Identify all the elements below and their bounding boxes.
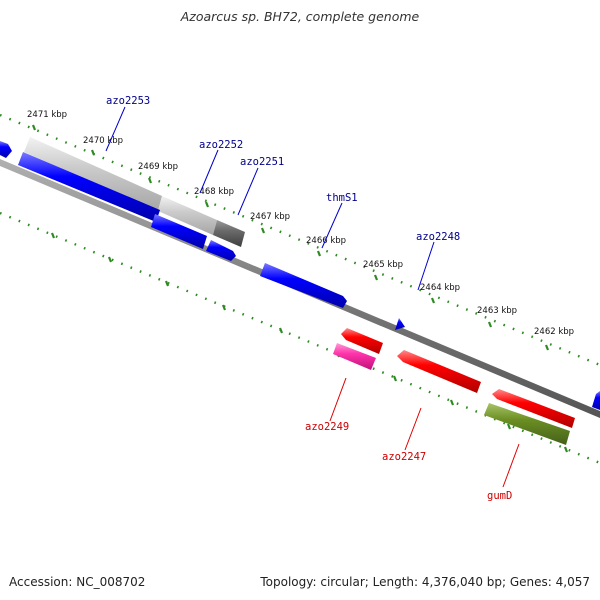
forward-gene-1[interactable] [18, 152, 160, 222]
major-ticks-lower [50, 232, 569, 453]
gene-label-azo2251[interactable]: azo2251 [240, 156, 284, 168]
gene-label-azo2252[interactable]: azo2252 [199, 139, 243, 151]
tick-label-2471: 2471 kbp [27, 110, 67, 120]
reverse-gene-gumD-olive[interactable] [484, 403, 570, 445]
accession-text: Accession: NC_008702 [9, 575, 146, 589]
tick-label-2468: 2468 kbp [194, 187, 234, 197]
gene-label-azo2248[interactable]: azo2248 [416, 231, 460, 243]
tick-label-2469: 2469 kbp [138, 162, 178, 172]
forward-gene-left-edge[interactable] [0, 141, 12, 158]
forward-gene-right-edge[interactable] [592, 391, 600, 410]
gene-label-azo2247[interactable]: azo2247 [382, 451, 426, 463]
genome-title: Azoarcus sp. BH72, complete genome [180, 9, 420, 24]
gray-track-dark[interactable] [213, 220, 245, 247]
tick-label-2470: 2470 kbp [83, 136, 123, 146]
gene-label-gumD[interactable]: gumD [487, 490, 512, 502]
forward-gene-2[interactable] [151, 214, 207, 249]
forward-tick-track [0, 113, 600, 367]
gray-track-light-2[interactable] [158, 196, 217, 235]
reverse-gene-azo2249-pink[interactable] [333, 343, 376, 370]
reverse-gene-azo2247[interactable] [397, 350, 481, 393]
gene-label-azo2253[interactable]: azo2253 [106, 95, 150, 107]
gene-label-thmS1[interactable]: thmS1 [326, 192, 358, 204]
tick-label-2466: 2466 kbp [306, 236, 346, 246]
reverse-gene-azo2249-red[interactable] [341, 328, 383, 354]
tick-label-2463: 2463 kbp [477, 306, 517, 316]
forward-gene-thmS1[interactable] [260, 263, 347, 308]
major-ticks-upper [31, 124, 550, 351]
gray-track-light-1[interactable] [24, 137, 162, 211]
reverse-tick-track [0, 211, 600, 465]
forward-label-leaders [105, 106, 435, 291]
forward-gene-3[interactable] [206, 240, 236, 261]
tick-label-2464: 2464 kbp [420, 283, 460, 293]
gene-label-azo2249[interactable]: azo2249 [305, 421, 349, 433]
tick-label-2465: 2465 kbp [363, 260, 403, 270]
reverse-label-leaders [329, 377, 520, 488]
genome-summary-text: Topology: circular; Length: 4,376,040 bp… [260, 575, 590, 589]
reverse-gene-gumD-red[interactable] [492, 389, 575, 428]
forward-gene-small[interactable] [395, 318, 405, 330]
tick-label-2467: 2467 kbp [250, 212, 290, 222]
tick-label-2462: 2462 kbp [534, 327, 574, 337]
